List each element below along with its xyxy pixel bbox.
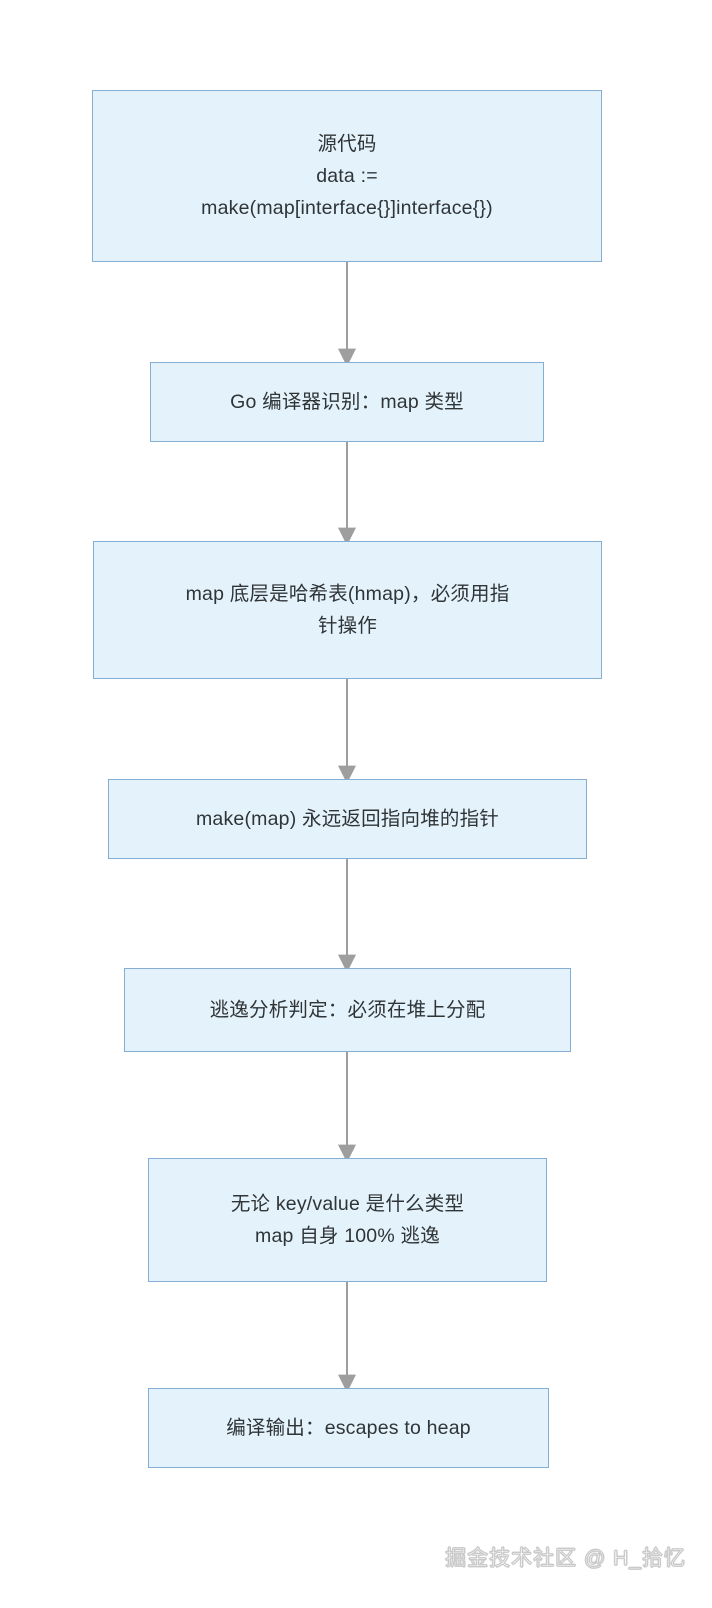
flow-node-label: make(map) 永远返回指向堆的指针: [195, 808, 500, 830]
flow-node-label: 编译输出：escapes to heap: [226, 1417, 471, 1439]
flow-node-always-escapes[interactable]: 无论 key/value 是什么类型 map 自身 100% 逃逸: [148, 1158, 547, 1282]
flow-node-label: map 底层是哈希表(hmap)，必须用指 针操作: [185, 583, 510, 637]
flow-node-compile-output[interactable]: 编译输出：escapes to heap: [148, 1388, 549, 1468]
flow-node-label: 源代码 data := make(map[interface{}]interfa…: [201, 133, 493, 219]
watermark-text: 掘金技术社区 @ H_拾忆: [445, 1547, 686, 1571]
flow-node-compiler-recognize[interactable]: Go 编译器识别：map 类型: [150, 362, 544, 442]
flow-node-source-code[interactable]: 源代码 data := make(map[interface{}]interfa…: [92, 90, 602, 262]
flow-node-hmap-pointer[interactable]: map 底层是哈希表(hmap)，必须用指 针操作: [93, 541, 602, 679]
flow-node-label: Go 编译器识别：map 类型: [230, 391, 464, 413]
flow-node-make-returns-heap-pointer[interactable]: make(map) 永远返回指向堆的指针: [108, 779, 587, 859]
flow-node-label: 无论 key/value 是什么类型 map 自身 100% 逃逸: [230, 1193, 465, 1247]
flow-node-escape-analysis[interactable]: 逃逸分析判定：必须在堆上分配: [124, 968, 571, 1052]
flow-node-label: 逃逸分析判定：必须在堆上分配: [209, 999, 486, 1021]
